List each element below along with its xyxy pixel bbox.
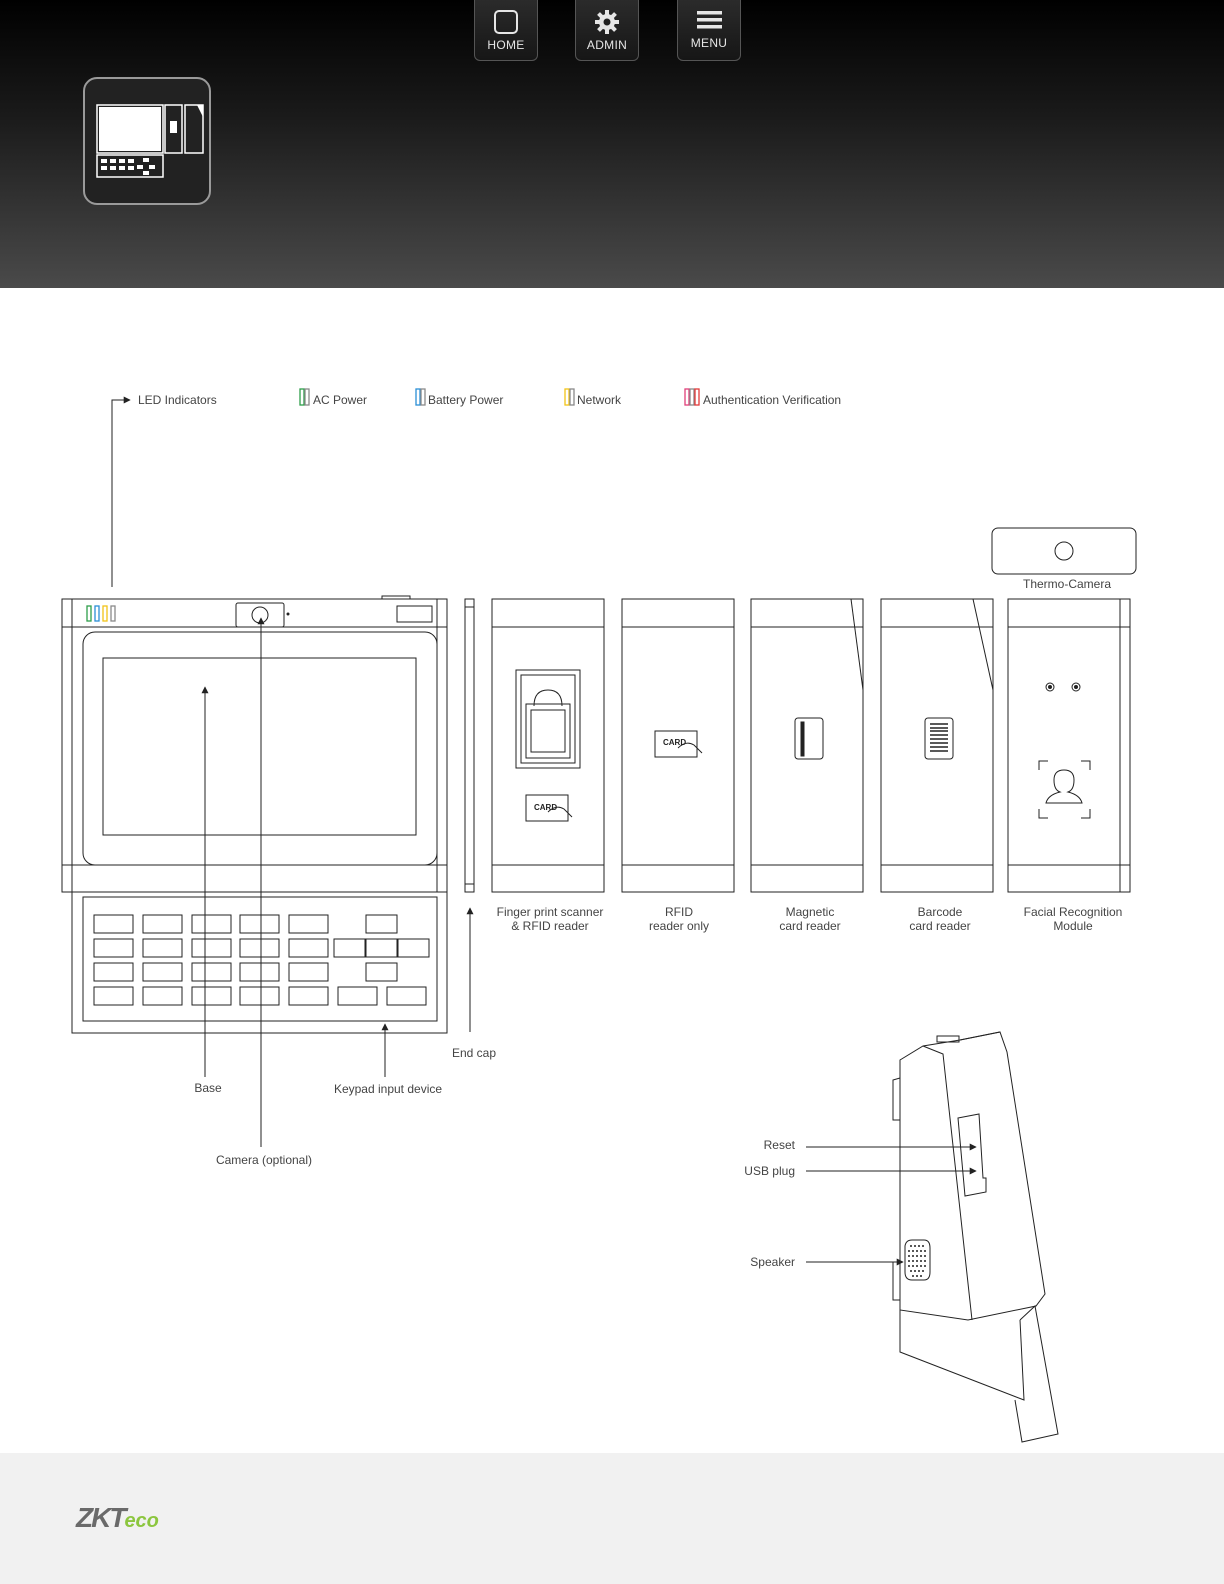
fingerprint-scanner-icon xyxy=(515,669,581,769)
module-4-caption-line2: card reader xyxy=(909,919,970,933)
menu-button[interactable]: MENU xyxy=(677,0,741,61)
end-cap-label: End cap xyxy=(452,1046,496,1060)
device-diagram: LED Indicators AC Power Battery Power Ne… xyxy=(61,388,1137,1443)
module-5-caption-line2: Module xyxy=(1053,919,1093,933)
side-leader-lines xyxy=(806,1143,977,1266)
face-scan-icon xyxy=(1038,760,1091,819)
logo-eco: eco xyxy=(124,1510,159,1532)
led-indicators xyxy=(86,605,116,622)
header-bar: HOME ADMIN MENU xyxy=(0,0,1224,288)
keypad-label: Keypad input device xyxy=(334,1082,442,1096)
logo-zk: ZKT xyxy=(76,1502,126,1533)
device-app-icon[interactable] xyxy=(83,77,211,205)
module-2-caption-line1: RFID xyxy=(665,905,693,919)
base-label: Base xyxy=(194,1081,222,1095)
barcode-icon xyxy=(924,717,954,760)
thermo-camera xyxy=(991,527,1137,575)
reset-label: Reset xyxy=(764,1138,796,1152)
legend-network: Network xyxy=(564,388,622,407)
magnetic-card-icon xyxy=(794,717,824,760)
led-leader-line xyxy=(111,396,131,587)
zkteco-logo: ZKTeco xyxy=(76,1502,159,1534)
screen-bezel xyxy=(82,631,438,866)
module-4-caption-line1: Barcode xyxy=(918,905,963,919)
speaker-grille xyxy=(904,1239,931,1281)
gear-icon xyxy=(595,10,619,34)
module-3-caption-line1: Magnetic xyxy=(786,905,835,919)
module-rfid xyxy=(621,598,735,893)
card-reader-icon xyxy=(654,730,703,758)
screen xyxy=(102,657,417,836)
end-cap xyxy=(464,598,475,893)
legend-authentication-label: Authentication Verification xyxy=(703,393,841,407)
speaker-holes xyxy=(908,1245,926,1277)
speaker-label: Speaker xyxy=(750,1255,795,1269)
thermo-camera-label: Thermo-Camera xyxy=(1023,577,1111,591)
module-facial-recognition xyxy=(1007,598,1131,893)
keypad xyxy=(71,891,448,1034)
legend-battery-power-label: Battery Power xyxy=(428,393,503,407)
menu-label: MENU xyxy=(690,36,728,50)
legend-ac-power-label: AC Power xyxy=(313,393,367,407)
home-button[interactable]: HOME xyxy=(474,0,538,61)
legend-row: LED Indicators AC Power Battery Power Ne… xyxy=(111,388,841,587)
camera-housing xyxy=(235,602,285,628)
led-indicators-label: LED Indicators xyxy=(138,393,217,407)
camera-label: Camera (optional) xyxy=(216,1153,312,1167)
legend-network-label: Network xyxy=(577,393,622,407)
usb-plug-label: USB plug xyxy=(744,1164,795,1178)
admin-button[interactable]: ADMIN xyxy=(575,0,639,61)
module-magnetic xyxy=(750,598,864,893)
home-icon xyxy=(494,10,518,34)
module-5-caption-line1: Facial Recognition xyxy=(1024,905,1123,919)
card-text-1: CARD xyxy=(534,803,557,812)
module-fingerprint-rfid xyxy=(491,598,605,893)
module-1-caption-line2: & RFID reader xyxy=(511,919,588,933)
sensor-window xyxy=(396,605,433,623)
camera-lens xyxy=(251,606,269,624)
terminal-icon xyxy=(96,104,204,178)
leader-lines xyxy=(201,617,474,1147)
terminal-front xyxy=(61,595,448,893)
footer: ZKTeco xyxy=(0,1453,1224,1584)
card-text-2: CARD xyxy=(663,738,686,747)
terminal-side-view xyxy=(892,1031,1059,1443)
card-reader-icon xyxy=(525,794,573,822)
terminal-body xyxy=(61,598,448,893)
module-3-caption-line2: card reader xyxy=(779,919,840,933)
admin-label: ADMIN xyxy=(586,38,628,52)
module-2-caption-line2: reader only xyxy=(649,919,709,933)
module-barcode xyxy=(880,598,994,893)
hamburger-icon xyxy=(697,11,722,29)
keypad-keys xyxy=(93,914,430,1006)
legend-ac-power: AC Power xyxy=(299,388,367,407)
home-label: HOME xyxy=(487,38,525,52)
legend-authentication: Authentication Verification xyxy=(684,388,841,407)
module-1-caption-line1: Finger print scanner xyxy=(497,905,604,919)
legend-battery-power: Battery Power xyxy=(415,388,503,407)
